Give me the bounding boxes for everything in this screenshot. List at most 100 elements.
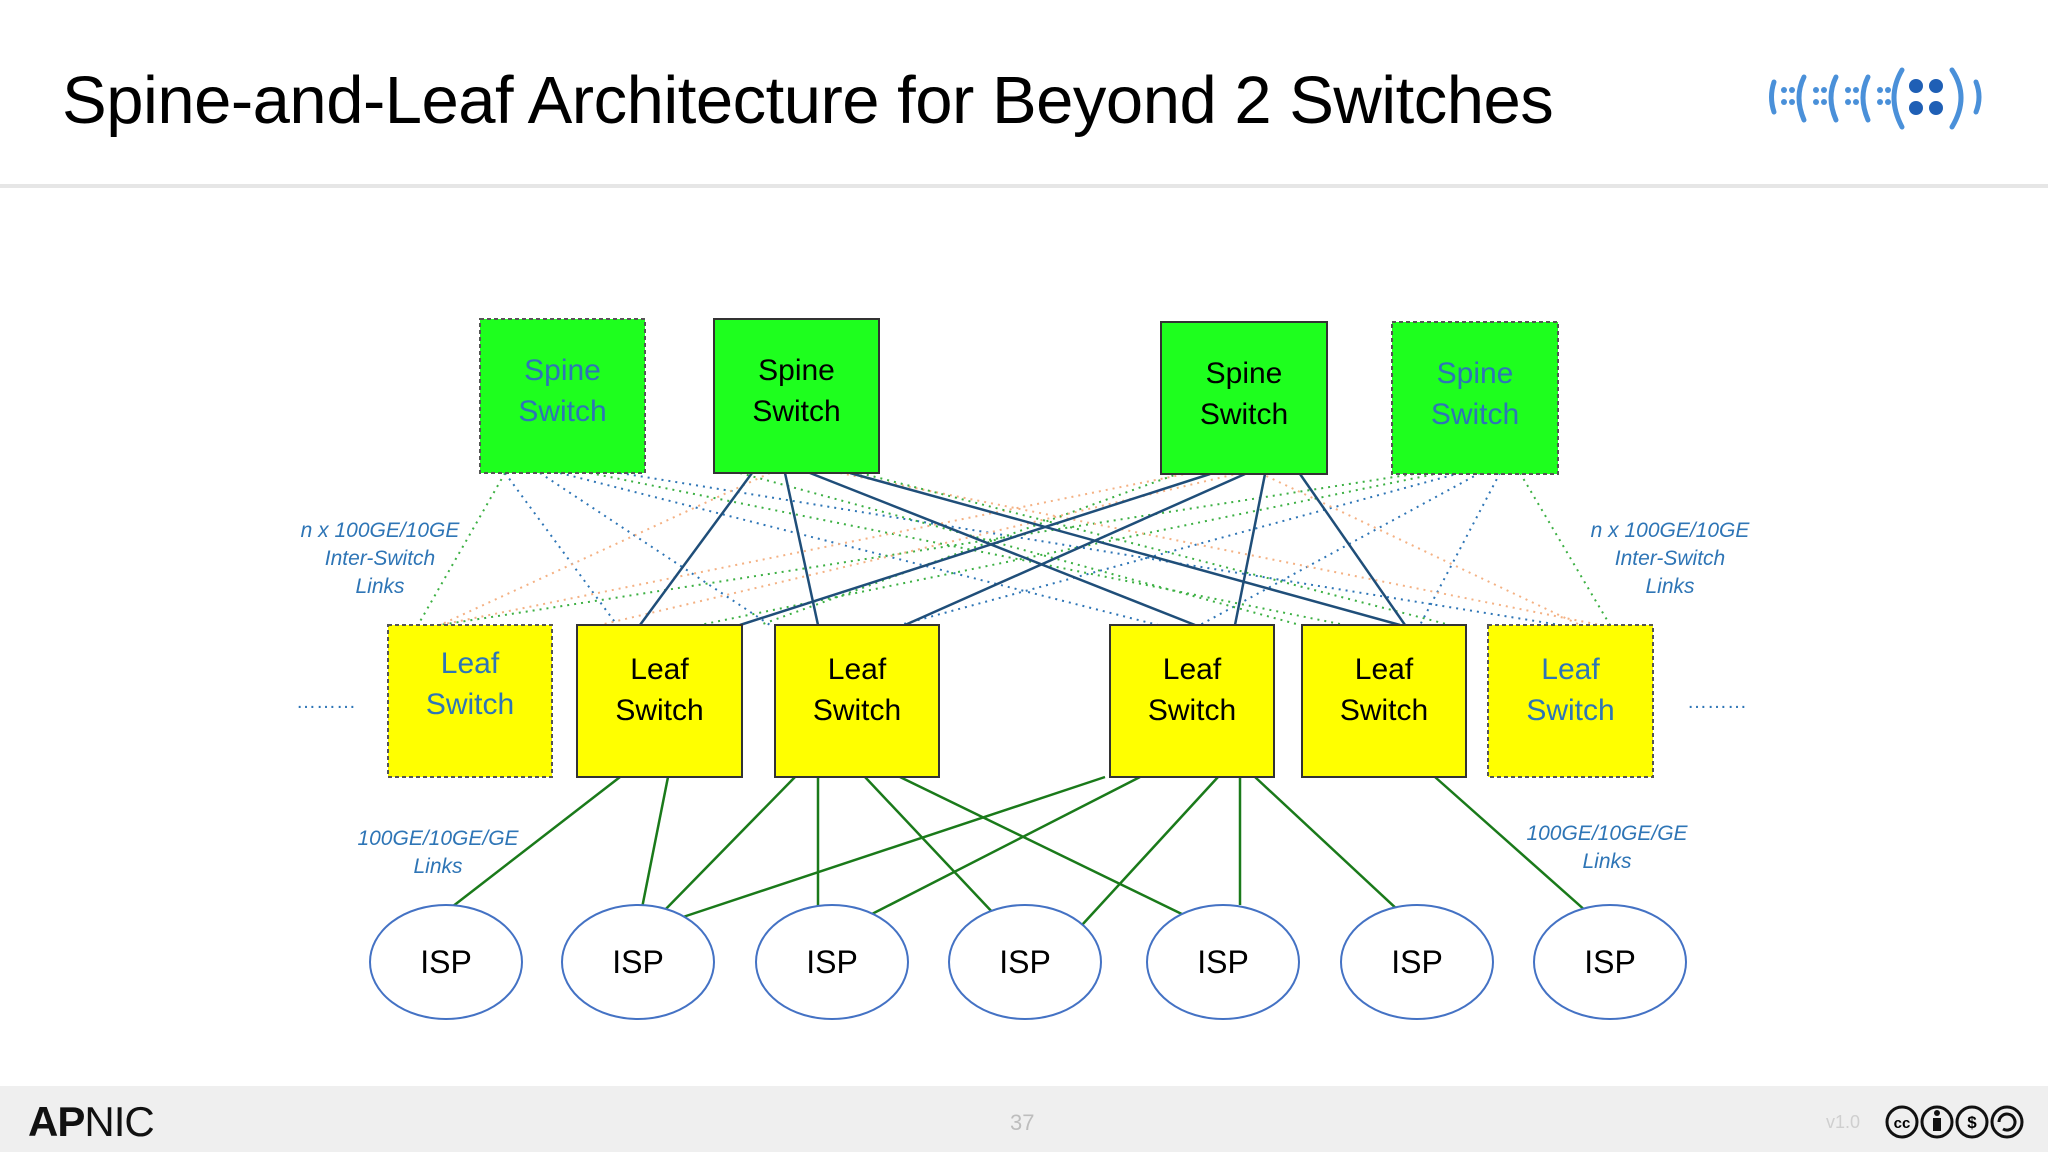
spine-leaf-link (1233, 473, 1267, 626)
leaf-isp-link (1434, 776, 1588, 913)
isp-label: ISP (612, 944, 664, 980)
access-annotation-right: 100GE/10GE/GE (1526, 822, 1688, 845)
interswitch-dotted-link (559, 472, 1159, 626)
isp-label: ISP (1197, 944, 1249, 980)
isp-node (755, 904, 909, 1020)
leaf-isp-link (1081, 776, 1219, 926)
leaf-switch-label: Switch (813, 694, 901, 727)
spine-switch (713, 318, 880, 474)
isp-node (1533, 904, 1687, 1020)
ellipsis-right: ……… (1687, 691, 1747, 713)
interswitch-dotted-link (619, 472, 1561, 626)
spine-leaf-link (809, 471, 1196, 627)
ellipsis-left: ……… (296, 691, 356, 713)
isp-label: ISP (806, 944, 858, 980)
leaf-isp-link (447, 776, 621, 911)
leaf-switch-label: Leaf (1163, 653, 1222, 686)
leaf-switch-label: Switch (1148, 694, 1236, 727)
interswitch-dotted-link (439, 472, 1421, 626)
spine-switch (479, 318, 646, 474)
isp-node (948, 904, 1102, 1020)
spine-switch-label: Switch (518, 395, 606, 428)
spine-switch (1160, 321, 1328, 475)
leaf-isp-link (640, 776, 670, 909)
spine-leaf-link (904, 472, 1246, 627)
leaf-switch-label: Leaf (441, 647, 500, 680)
spine-switch-label: Switch (1200, 398, 1288, 431)
sa-icon (1990, 1105, 2024, 1139)
spine-switch-label: Spine (1437, 357, 1514, 390)
interswitch-dotted-link (439, 472, 771, 626)
leaf-switch (1109, 624, 1275, 778)
spine-switch (1391, 321, 1559, 475)
nc-icon (1955, 1105, 1989, 1139)
access-annotation-right: Links (1582, 850, 1632, 873)
interswitch-annotation-left: n x 100GE/10GE (301, 519, 461, 542)
interswitch-annotation-left: Links (355, 575, 405, 598)
interswitch-dotted-link (759, 472, 1181, 626)
access-annotation-left: 100GE/10GE/GE (357, 827, 519, 850)
interswitch-annotation-left: Inter-Switch (325, 547, 436, 570)
leaf-switch (1487, 624, 1654, 778)
leaf-switch (774, 624, 940, 778)
spine-switch-label: Spine (1206, 357, 1283, 390)
interswitch-dotted-link (859, 472, 1451, 626)
isp-node (1340, 904, 1494, 1020)
isp-label: ISP (420, 944, 472, 980)
spine-leaf-link (849, 471, 1401, 627)
leaf-switch-label: Switch (1340, 694, 1428, 727)
interswitch-dotted-link (1259, 472, 1581, 626)
page-number: 37 (1010, 1110, 1035, 1135)
cc-icon (1885, 1105, 1919, 1139)
leaf-switch (1301, 624, 1467, 778)
leaf-switch-label: Leaf (630, 653, 689, 686)
leaf-isp-link (899, 775, 1191, 920)
spine-switch-label: Switch (752, 395, 840, 428)
leaf-switch-label: Switch (426, 688, 514, 721)
leaf-isp-link (864, 776, 996, 916)
leaf-switch-label: Leaf (828, 653, 887, 686)
brand-rest: NIC (84, 1098, 154, 1145)
isp-label: ISP (1584, 944, 1636, 980)
isp-label: ISP (1391, 944, 1443, 980)
interswitch-dotted-link (417, 472, 506, 626)
leaf-switch (387, 624, 553, 778)
leaf-switch-label: Leaf (1541, 653, 1600, 686)
leaf-isp-link (679, 775, 1106, 920)
spine-leaf-link (783, 472, 820, 626)
apnic-logo: APNIC (28, 1098, 155, 1146)
header-divider (0, 184, 2048, 188)
isp-node (1146, 904, 1300, 1020)
interswitch-dotted-link (1419, 472, 1501, 626)
isp-node (561, 904, 715, 1020)
interswitch-annotation-right: Inter-Switch (1615, 547, 1726, 570)
interswitch-dotted-link (439, 472, 1191, 626)
brand-bold: AP (28, 1098, 85, 1145)
spine-switch-label: Spine (758, 354, 835, 387)
svg-text:$: $ (1967, 1113, 1977, 1132)
interswitch-dotted-link (504, 472, 618, 626)
leaf-switch-label: Leaf (1355, 653, 1414, 686)
leaf-switch (576, 624, 743, 778)
spine-switch-label: Switch (1431, 398, 1519, 431)
interswitch-annotation-right: n x 100GE/10GE (1591, 519, 1751, 542)
spine-leaf-link (739, 472, 1211, 627)
interswitch-dotted-link (739, 472, 1301, 626)
leaf-isp-link (869, 775, 1141, 917)
slide-header (0, 0, 2048, 184)
spine-leaf-link (1298, 473, 1407, 626)
svg-text:cc: cc (1894, 1115, 1911, 1132)
slide-footer (0, 1086, 2048, 1152)
leaf-switch-label: Switch (1526, 694, 1614, 727)
interswitch-dotted-link (839, 472, 1601, 626)
interswitch-annotation-right: Links (1645, 575, 1695, 598)
leaf-isp-link (1254, 776, 1401, 913)
version-label: v1.0 (1826, 1112, 1861, 1132)
interswitch-dotted-link (1519, 472, 1611, 626)
access-annotation-left: Links (413, 855, 463, 878)
interswitch-dotted-link (899, 472, 1461, 626)
spine-switch-label: Spine (524, 354, 601, 387)
by-icon (1920, 1105, 1954, 1139)
apnic-academy-logo (1769, 67, 1982, 130)
